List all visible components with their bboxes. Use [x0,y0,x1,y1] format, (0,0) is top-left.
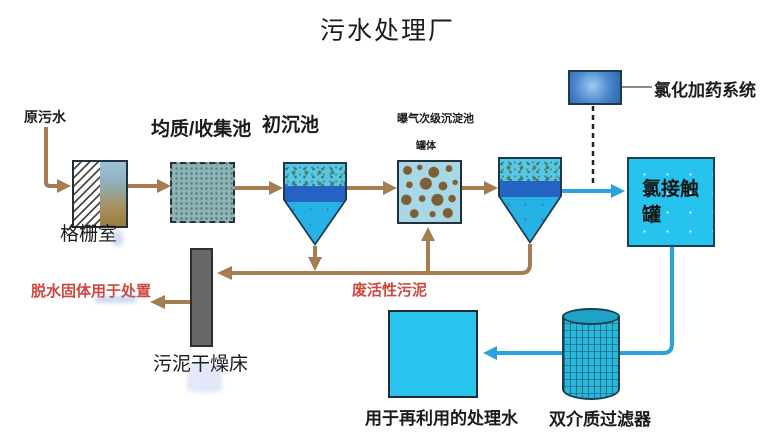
return-sludge-arrowhead [421,227,435,241]
dewatered-solids-label: 脱水固体用于处置 [31,283,152,300]
scum-layer [285,164,345,186]
flow-arrowhead-2 [269,181,283,195]
equalization-basin-label: 均质/收集池 [151,119,252,140]
aeration-clarifier-label: 曝气次级沉淀池 [397,113,474,125]
treated-water-label: 用于再利用的处理水 [365,409,518,428]
raw-water-line [44,127,57,188]
raw-water-label: 原污水 [24,109,66,125]
chlorination-system-shape [568,70,622,105]
watermark-smudge [112,231,123,246]
dual-media-filter-label: 双介质过滤器 [549,410,651,429]
page-title: 污水处理厂 [320,17,456,45]
water-band [285,186,345,202]
flow-arrowhead-1 [157,179,171,193]
watermark-smudge [188,362,221,392]
raw-water-arrowhead [57,179,71,193]
equalization-basin-shape [170,162,235,223]
flow-arrowhead-4 [484,181,498,195]
sludge-drying-bed-label: 污泥干燥床 [153,349,248,376]
dual-media-filter-cylinder-top [562,308,620,325]
sludge-drying-bed-shape [190,248,213,347]
screen-room-shape [72,160,128,228]
waste-activated-sludge-label: 废活性污泥 [352,282,428,299]
aeration-tank-shape [397,160,462,224]
screen-settle-panel [100,162,126,226]
scum-layer [500,159,560,181]
sludge-return-line [232,244,532,275]
dual-media-filter-cylinder [562,316,620,400]
sludge-return-arrowhead [217,266,232,280]
water-arrowhead-2 [483,346,497,360]
water-line-2 [497,247,674,355]
chlorination-system-label: 氯化加药系统 [654,81,756,100]
water-arrowhead-1 [611,184,625,198]
treated-water-box [388,310,478,398]
watermark-smudge [95,296,137,303]
water-band [500,181,560,197]
screen-room-label: 格栅室 [60,224,118,245]
primary-clarifier-label: 初沉池 [262,115,320,136]
flow-arrowhead-3 [383,181,397,195]
screen-hatch-panel [74,162,100,226]
dewatered-solids-arrowhead [150,295,165,309]
tank-body-label: 罐体 [416,141,436,152]
primary-underflow-arrowhead [308,257,322,271]
chlorine-contact-tank-shape: 氯接触罐 [627,157,715,247]
chlorine-contact-tank-label: 氯接触罐 [642,179,700,226]
